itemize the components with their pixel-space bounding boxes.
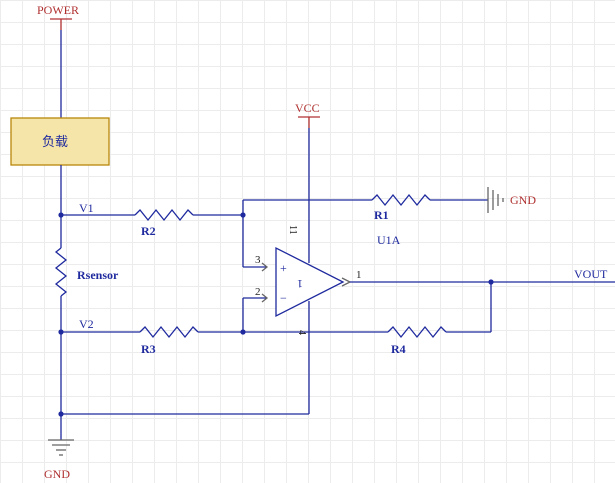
vcc-label: VCC [295,101,320,115]
r2-resistor [134,208,194,222]
r1-resistor [371,193,431,207]
pin1-label: 1 [356,269,362,281]
pin3-arrow [261,262,269,272]
junction-r2 [240,212,246,218]
junction-v1 [58,212,64,218]
junction-r3 [240,329,246,335]
opamp-plus: + [280,261,287,275]
opamp-minus: − [280,291,287,305]
pin2-arrow [261,293,269,303]
v1-label: V1 [79,201,94,215]
pin4-label: 4 [296,330,307,335]
r3-label: R3 [141,342,156,356]
pin2-label: 2 [255,286,261,298]
r3-resistor [139,325,199,339]
pin11-label: 11 [287,225,298,235]
power-label: POWER [37,3,79,17]
junction-v2 [58,329,64,335]
r1-label: R1 [374,208,389,222]
load-label: 负载 [42,135,68,150]
u1a-label: U1A [377,233,401,247]
rsensor-label: Rsensor [77,268,119,282]
pin3-label: 3 [255,254,261,266]
r4-label: R4 [391,342,406,356]
gnd-bottom-label: GND [44,467,70,481]
v2-label: V2 [79,317,94,331]
load-box [10,117,110,166]
rsensor-resistor [54,247,68,297]
junction-vout [488,279,494,285]
junction-ground [58,411,64,417]
r4-resistor [387,325,447,339]
gnd-right-label: GND [510,193,536,207]
vout-label: VOUT [574,267,608,281]
opamp-triangle [275,246,345,318]
r2-label: R2 [141,224,156,238]
opamp-unit: 1 [297,277,303,291]
